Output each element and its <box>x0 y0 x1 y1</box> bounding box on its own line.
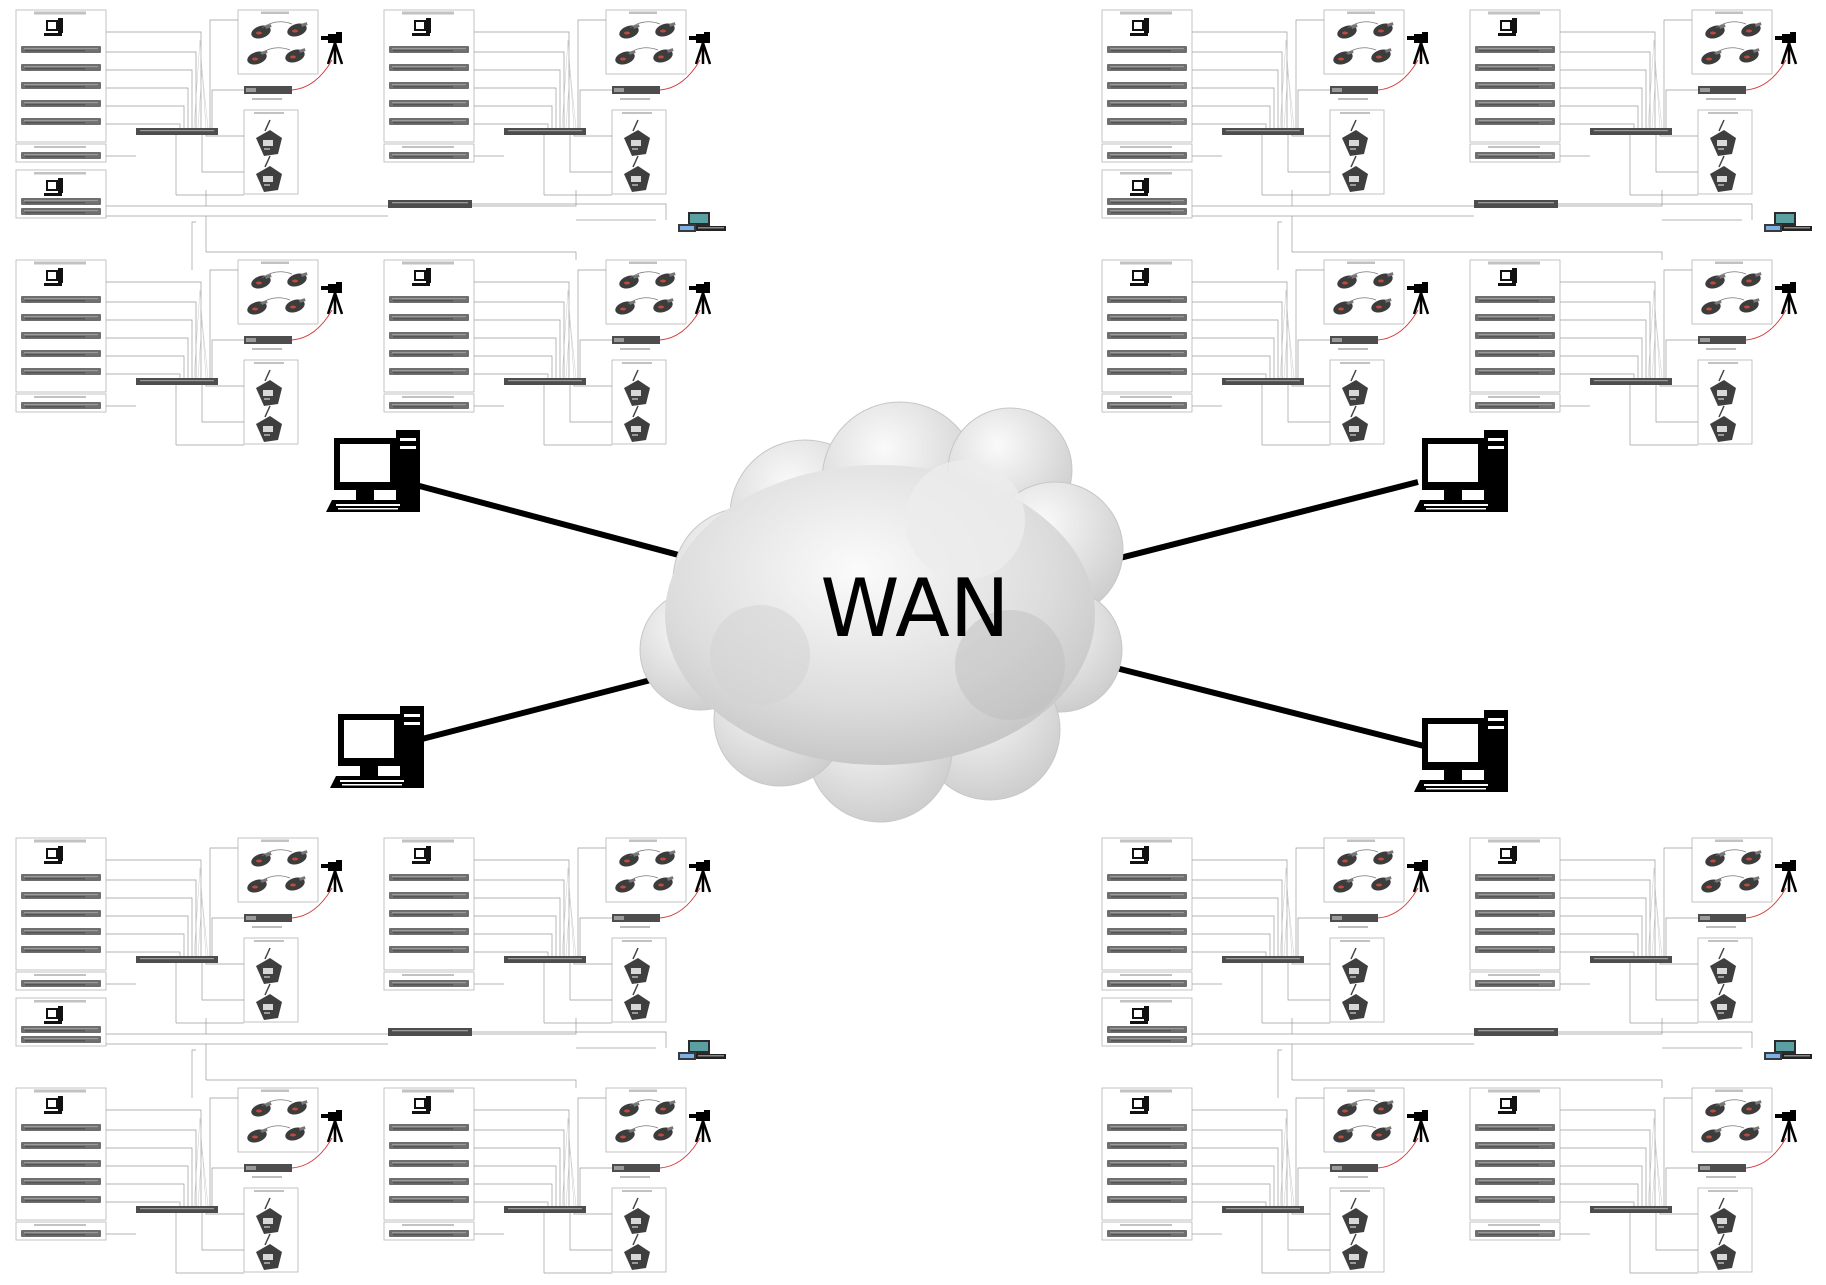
link-bottom-left <box>417 671 675 743</box>
site-bottom-left <box>16 838 726 1273</box>
site-bottom-right <box>1102 838 1812 1273</box>
wan-links <box>411 479 1425 749</box>
computer-icon <box>1414 710 1508 792</box>
site-top-left <box>16 10 726 445</box>
link-top-right <box>1111 479 1419 563</box>
computer-icon <box>330 706 424 788</box>
wan-label: WAN <box>820 562 1009 655</box>
link-bottom-right <box>1115 665 1425 749</box>
computer-icon <box>1414 430 1508 512</box>
computer-icon <box>326 430 420 512</box>
cloud-icon: WAN <box>639 401 1124 823</box>
link-top-left <box>411 481 721 569</box>
site-top-right <box>1102 10 1812 445</box>
